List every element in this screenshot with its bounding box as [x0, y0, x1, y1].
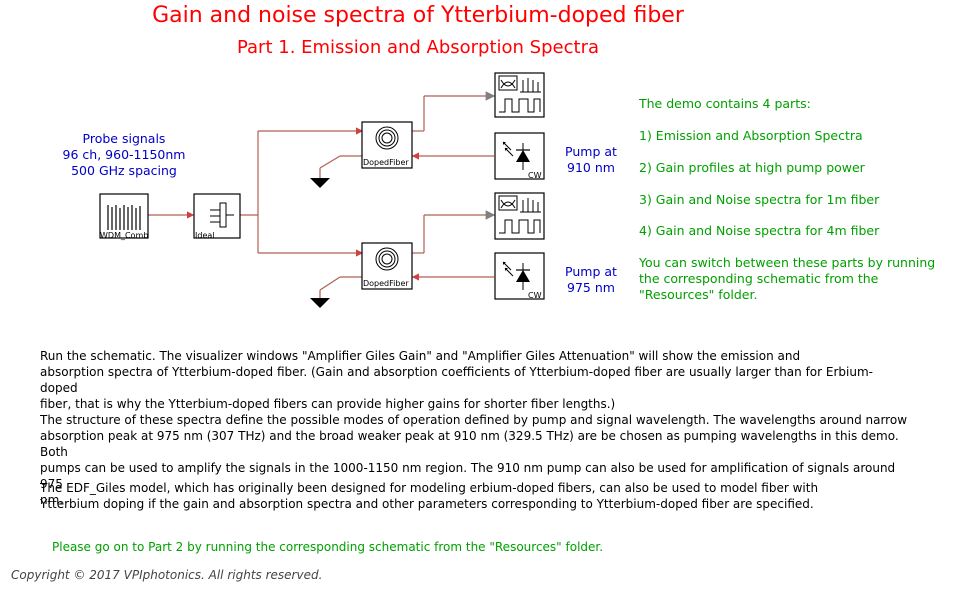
p1-line: absorption spectra of Ytterbium-doped fi…	[40, 365, 873, 395]
laser-diode-icon-top	[502, 141, 530, 170]
paragraph-spectra-structure: The structure of these spectra define th…	[40, 412, 910, 508]
p2-line: nm.	[40, 493, 64, 507]
laser-diode-icon-bottom	[502, 261, 530, 290]
demo-part-1[interactable]: 1) Emission and Absorption Spectra	[639, 128, 863, 143]
paragraph-run-schematic: Run the schematic. The visualizer window…	[40, 348, 910, 412]
demo-part-4[interactable]: 4) Gain and Noise spectra for 4m fiber	[639, 223, 880, 238]
pump-910-line-2: 910 nm	[567, 160, 615, 175]
comb-icon	[107, 205, 141, 230]
p1-line: Run the schematic. The visualizer window…	[40, 349, 801, 363]
visualizer-top-module	[494, 72, 545, 118]
pump-910-line-1: Pump at	[565, 144, 617, 159]
p2-line: pumps can be used to amplify the signals…	[40, 461, 896, 491]
ground-icon-top	[310, 178, 330, 188]
switch-line-3: "Resources" folder.	[639, 287, 758, 302]
wdm-comb-label: WDM_Comb	[100, 231, 149, 240]
visualizer-bottom-module	[494, 192, 545, 240]
p2-line: absorption peak at 975 nm (307 THz) and …	[40, 429, 899, 459]
ideal-label: Ideal	[195, 231, 215, 240]
page-title: Gain and noise spectra of Ytterbium-dope…	[152, 3, 684, 28]
fiber-coil-icon-top	[375, 126, 399, 150]
wdm-comb-module	[99, 193, 149, 239]
cw-laser-top-module	[494, 132, 545, 180]
p3-line: Ytterbium doping if the gain and absorpt…	[40, 497, 814, 511]
pump-975-line-1: Pump at	[565, 264, 617, 279]
probe-signals-label: Probe signals 96 ch, 960-1150nm 500 GHz …	[58, 131, 190, 179]
p2-line: The structure of these spectra define th…	[40, 413, 908, 427]
doped-fiber-top-module	[361, 121, 413, 169]
schematic-diagram	[99, 72, 545, 308]
doped-fiber-bottom-module	[361, 242, 413, 290]
pump-975-label: Pump at 975 nm	[556, 264, 626, 296]
p3-line: The EDF_Giles model, which has originall…	[40, 481, 819, 495]
demo-intro: The demo contains 4 parts:	[639, 96, 811, 111]
cw-laser-bottom-module	[494, 252, 545, 300]
cw-bottom-label: CW	[528, 291, 542, 300]
fiber-coil-icon-bottom	[375, 247, 399, 271]
pump-910-label: Pump at 910 nm	[556, 144, 626, 176]
ideal-mux-module	[193, 193, 241, 239]
p1-line: fiber, that is why the Ytterbium-doped f…	[40, 397, 616, 411]
demo-part-2[interactable]: 2) Gain profiles at high pump power	[639, 160, 865, 175]
cw-top-label: CW	[528, 171, 542, 180]
spectrum-analyzer-icon-top	[498, 75, 541, 113]
ground-icon-bottom	[310, 298, 330, 308]
spectrum-analyzer-icon-bottom	[498, 195, 541, 234]
probe-line-2: 96 ch, 960-1150nm	[62, 147, 186, 162]
continue-note: Please go on to Part 2 by running the co…	[52, 540, 604, 554]
probe-line-3: 500 GHz spacing	[71, 163, 177, 178]
page-subtitle: Part 1. Emission and Absorption Spectra	[236, 37, 599, 58]
copyright: Copyright © 2017 VPIphotonics. All right…	[11, 568, 323, 582]
demo-switch-note: You can switch between these parts by ru…	[639, 255, 935, 303]
pump-975-line-2: 975 nm	[567, 280, 615, 295]
doped-fiber-top-label: DopedFiber	[363, 158, 409, 167]
demo-part-3[interactable]: 3) Gain and Noise spectra for 1m fiber	[639, 192, 880, 207]
wires	[148, 91, 496, 298]
paragraph-edf-giles: The EDF_Giles model, which has originall…	[40, 480, 910, 512]
mux-icon	[210, 202, 234, 228]
switch-line-2: the corresponding schematic from the	[639, 271, 879, 286]
probe-line-1: Probe signals	[82, 131, 166, 146]
doped-fiber-bottom-label: DopedFiber	[363, 279, 409, 288]
switch-line-1: You can switch between these parts by ru…	[639, 255, 936, 270]
